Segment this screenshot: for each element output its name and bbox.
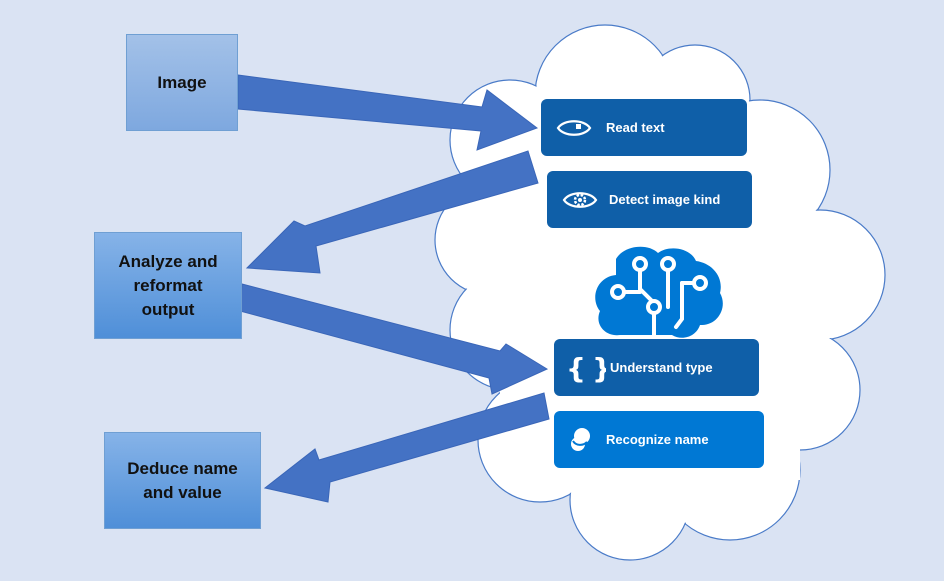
detect-image-kind-label: Detect image kind xyxy=(609,192,721,207)
speech-bubbles-icon xyxy=(568,427,594,453)
analyze-box-label: Analyze and reformat output xyxy=(118,251,218,319)
read-text-service: Read text xyxy=(541,99,747,156)
detect-image-kind-service: Detect image kind xyxy=(547,171,752,228)
curly-braces-icon: { } xyxy=(566,351,606,385)
recognize-name-label: Recognize name xyxy=(606,432,709,447)
image-box: Image xyxy=(126,34,238,131)
recognize-name-service: Recognize name xyxy=(554,411,764,468)
deduce-box-label: Deduce name and value xyxy=(127,458,238,502)
cognitive-brain-circuit-icon xyxy=(595,246,723,338)
arrow-detect-to-analyze xyxy=(245,150,539,274)
analyze-box: Analyze and reformat output xyxy=(94,232,242,339)
eye-icon xyxy=(555,117,593,139)
read-text-label: Read text xyxy=(606,120,665,135)
eye-gear-icon xyxy=(561,188,599,212)
understand-type-label: Understand type xyxy=(610,360,713,375)
arrow-analyze-to-understand xyxy=(239,283,549,395)
svg-text:}: } xyxy=(592,352,606,385)
arrows xyxy=(237,74,550,503)
arrow-recognize-to-deduce xyxy=(263,392,550,503)
svg-text:{: { xyxy=(566,352,586,385)
image-box-label: Image xyxy=(157,72,207,92)
arrow-image-to-read xyxy=(237,74,539,151)
deduce-box: Deduce name and value xyxy=(104,432,261,529)
understand-type-service: { } Understand type xyxy=(554,339,759,396)
